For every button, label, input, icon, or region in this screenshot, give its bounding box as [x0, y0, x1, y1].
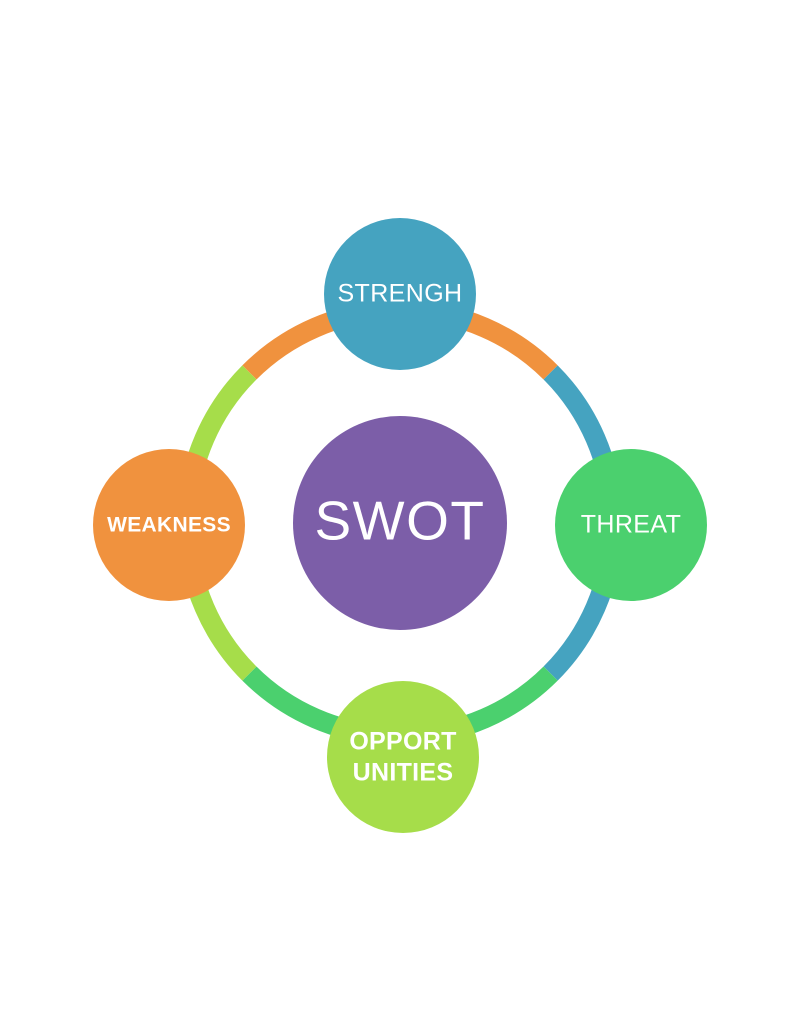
strength-circle[interactable]: [324, 218, 476, 370]
weakness-circle[interactable]: [93, 449, 245, 601]
node-threat[interactable]: THREAT: [555, 449, 707, 601]
opportunities-label-line1: OPPORT: [349, 728, 456, 756]
node-center-swot[interactable]: SWOT: [293, 416, 507, 630]
threat-label: THREAT: [581, 511, 682, 539]
center-label: SWOT: [315, 490, 486, 552]
node-strength[interactable]: STRENGH: [324, 218, 476, 370]
weakness-label: WEAKNESS: [107, 514, 231, 537]
node-weakness[interactable]: WEAKNESS: [93, 449, 245, 601]
strength-label: STRENGH: [337, 280, 462, 308]
center-circle[interactable]: [293, 416, 507, 630]
opportunities-label-line2: UNITIES: [353, 759, 454, 787]
opportunities-circle[interactable]: [327, 681, 479, 833]
threat-circle[interactable]: [555, 449, 707, 601]
node-opportunities[interactable]: OPPORT UNITIES: [327, 681, 479, 833]
